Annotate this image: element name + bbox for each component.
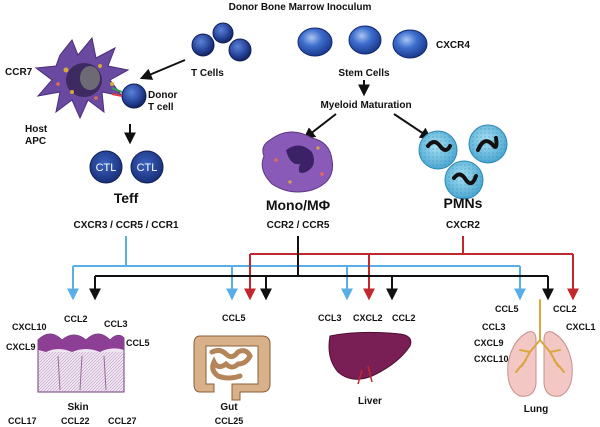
ctl-cell-2: CTL <box>130 150 164 184</box>
pmn-receptors: CXCR2 <box>446 220 480 231</box>
mono-label: Mono/MΦ <box>266 197 331 213</box>
skin-chemokine-cxcl10: CXCL10 <box>12 322 47 332</box>
host-apc-label-line1: Host <box>25 124 48 135</box>
pmn-cell-3 <box>444 160 484 200</box>
pmn-cell-2 <box>468 124 508 164</box>
host-apc-cell <box>34 36 130 120</box>
diagram-title: Donor Bone Marrow Inoculum <box>229 2 372 13</box>
skin-chemokine-ccl2: CCL2 <box>64 314 88 324</box>
donor-t-cell-label-line2: T cell <box>148 102 174 113</box>
teff-label: Teff <box>114 190 139 206</box>
skin-chemokine-ccl3: CCL3 <box>104 319 128 329</box>
lung-chemokine-ccl2: CCL2 <box>553 304 577 314</box>
t-cells-cluster <box>191 22 252 62</box>
pmn-cell-1 <box>418 130 458 170</box>
pmn-label: PMNs <box>444 195 483 211</box>
skin-chemokine-ccl27: CCL27 <box>108 416 137 426</box>
skin-chemokine-ccl17: CCL17 <box>8 416 37 426</box>
liver-chemokine-ccl3: CCL3 <box>318 313 342 323</box>
lung-label: Lung <box>524 404 548 415</box>
host-apc-label-line2: APC <box>25 136 46 147</box>
donor-t-cell-icon <box>111 83 147 109</box>
t-cells-label: T Cells <box>191 68 224 79</box>
skin-chemokine-ccl5: CCL5 <box>126 338 150 348</box>
ccr7-label: CCR7 <box>5 67 33 78</box>
liver-label: Liver <box>358 396 382 407</box>
cxcr4-label: CXCR4 <box>436 40 470 51</box>
skin-chemokine-ccl22: CCL22 <box>61 416 90 426</box>
lung-organ-icon <box>507 299 573 397</box>
teff-receptors: CXCR3 / CCR5 / CCR1 <box>73 220 178 231</box>
maturation-to-pmn-arrow <box>393 113 432 140</box>
gut-chemokine-ccl5: CCL5 <box>222 313 246 323</box>
mono-receptors: CCR2 / CCR5 <box>267 220 330 231</box>
ctl-label-1: CTL <box>96 162 117 174</box>
teff-trafficking-lines <box>67 236 526 301</box>
skin-chemokine-cxcl9: CXCL9 <box>6 342 36 352</box>
ctl-label-2: CTL <box>137 162 158 174</box>
stem-cells-label: Stem Cells <box>338 68 390 79</box>
liver-chemokine-ccl2: CCL2 <box>392 313 416 323</box>
monocyte-macrophage-cell <box>261 131 334 193</box>
lung-chemokine-ccl5: CCL5 <box>495 304 519 314</box>
gut-organ-icon <box>193 335 271 401</box>
donor-t-cell-label-line1: Donor <box>148 90 178 101</box>
gut-chemokine-ccl25: CCL25 <box>215 416 244 426</box>
lung-chemokine-cxcl1: CXCL1 <box>566 322 596 332</box>
liver-chemokine-cxcl2: CXCL2 <box>353 313 383 323</box>
skin-organ-icon <box>37 333 125 393</box>
myeloid-maturation-label: Myeloid Maturation <box>320 100 411 111</box>
lung-chemokine-cxcl9: CXCL9 <box>474 338 504 348</box>
tcell-to-apc-arrow <box>139 59 186 80</box>
lung-chemokine-cxcl10: CXCL10 <box>474 354 509 364</box>
mono-trafficking-lines <box>89 236 554 301</box>
stem-cells-cluster <box>297 25 428 59</box>
ctl-cell-1: CTL <box>89 150 123 184</box>
maturation-to-mono-arrow <box>303 113 337 140</box>
lung-chemokine-ccl3: CCL3 <box>482 322 506 332</box>
gut-label: Gut <box>220 402 238 413</box>
skin-label: Skin <box>67 402 88 413</box>
liver-organ-icon <box>328 331 412 385</box>
